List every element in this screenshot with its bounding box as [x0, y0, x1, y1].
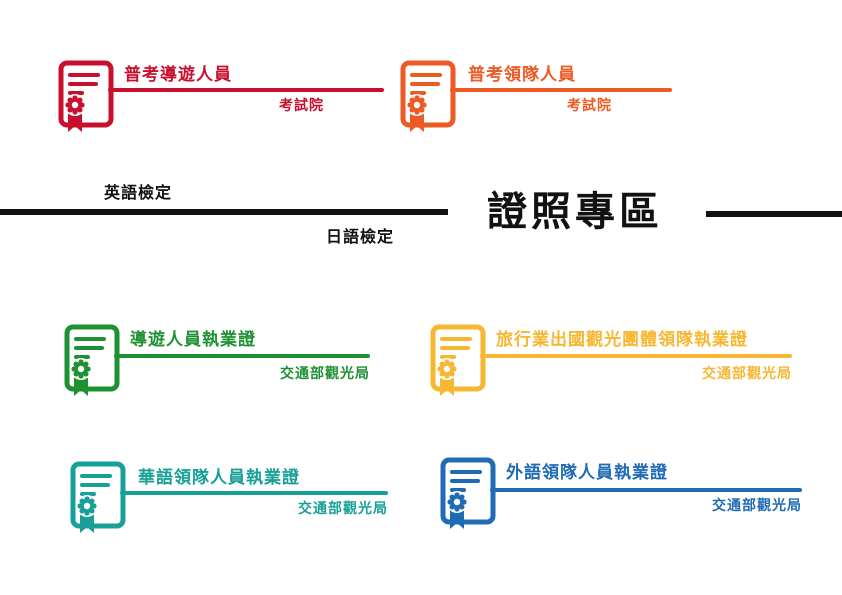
banner-line-right: [706, 211, 842, 217]
certificate-rule: [120, 491, 388, 495]
certificate-ribbon-icon: [400, 60, 456, 132]
certificate-issuer: 考試院: [279, 98, 324, 114]
certificate-title: 外語領隊人員執業證: [506, 463, 668, 483]
certificate-title: 華語領隊人員執業證: [138, 468, 300, 488]
certificate-rule: [490, 488, 802, 492]
certificate-issuer: 交通部觀光局: [702, 366, 792, 382]
certificate-title: 普考領隊人員: [468, 65, 576, 85]
certificate-issuer: 交通部觀光局: [712, 498, 802, 514]
certificate-ribbon-icon: [70, 461, 126, 533]
certificate-ribbon-icon: [58, 60, 114, 132]
banner-line-left: [0, 209, 448, 215]
certificate-ribbon-icon: [64, 324, 120, 396]
certificate-rule: [450, 88, 672, 92]
page-title: 證照專區: [487, 189, 663, 235]
certificate-issuer: 交通部觀光局: [280, 366, 370, 382]
english-test-link[interactable]: 英語檢定: [104, 183, 173, 202]
certificate-rule: [114, 354, 370, 358]
certificate-title: 旅行業出國觀光團體領隊執業證: [496, 330, 748, 350]
certificate-rule: [108, 88, 384, 92]
certificate-ribbon-icon: [430, 324, 486, 396]
japanese-test-link[interactable]: 日語檢定: [326, 227, 395, 246]
certificate-title: 普考導遊人員: [124, 65, 232, 85]
certificate-rule: [480, 354, 792, 358]
certificate-title: 導遊人員執業證: [130, 330, 256, 350]
certificate-issuer: 考試院: [567, 98, 612, 114]
certificate-issuer: 交通部觀光局: [298, 501, 388, 517]
certificate-ribbon-icon: [440, 457, 496, 529]
